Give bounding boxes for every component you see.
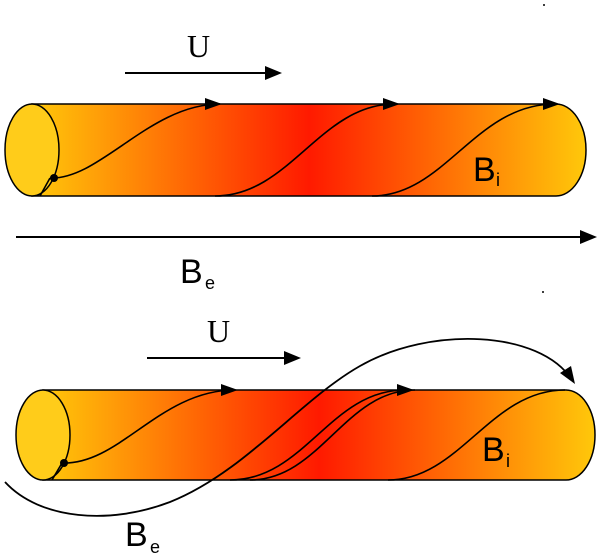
bottom-internal-field-label: B [482, 431, 505, 469]
top-panel: U B i B e [4, 4, 597, 293]
bottom-helical-field-lines [51, 389, 566, 481]
bottom-external-field-subscript: e [150, 537, 160, 557]
top-stray-dot [543, 4, 545, 6]
bottom-external-field-line [4, 338, 573, 517]
top-helical-field-lines [39, 103, 556, 197]
bottom-helix-arrowheads [221, 384, 414, 396]
bottom-flow-arrow [147, 351, 301, 365]
top-helix-line-4 [39, 177, 51, 197]
mid-stray-dot [542, 291, 544, 293]
bottom-helix-line-5 [51, 462, 63, 481]
top-external-field-arrow [16, 230, 597, 244]
top-external-field-subscript: e [205, 273, 215, 293]
bottom-external-field-label: B [125, 516, 148, 554]
top-tube-cap [4, 103, 60, 197]
top-internal-field-label: B [473, 151, 496, 189]
top-external-field-label: B [180, 253, 203, 291]
top-tube-body [31, 103, 587, 197]
bottom-panel: U B i B e [4, 313, 596, 557]
top-helix-line-2 [214, 103, 396, 197]
top-flow-label: U [187, 28, 210, 64]
bottom-helix-line-4 [387, 389, 566, 481]
bottom-helix-line-2 [229, 389, 406, 481]
bottom-internal-field-subscript: i [506, 451, 510, 471]
top-helix-arrowheads [205, 98, 560, 110]
top-helix-line-1 [49, 103, 221, 179]
bottom-tube-cap [15, 389, 71, 481]
top-helix-line-3 [371, 103, 556, 197]
bottom-external-field-arrowhead [560, 366, 575, 384]
bottom-flow-label: U [207, 313, 230, 349]
top-internal-field-subscript: i [496, 170, 500, 190]
bottom-helix-line-1 [61, 389, 236, 464]
top-flow-arrow [125, 66, 282, 80]
bottom-tube-body [42, 389, 596, 481]
bottom-helix-line-3 [249, 389, 416, 481]
top-footpoint-dot [50, 174, 58, 182]
bottom-footpoint-dot [60, 459, 68, 467]
